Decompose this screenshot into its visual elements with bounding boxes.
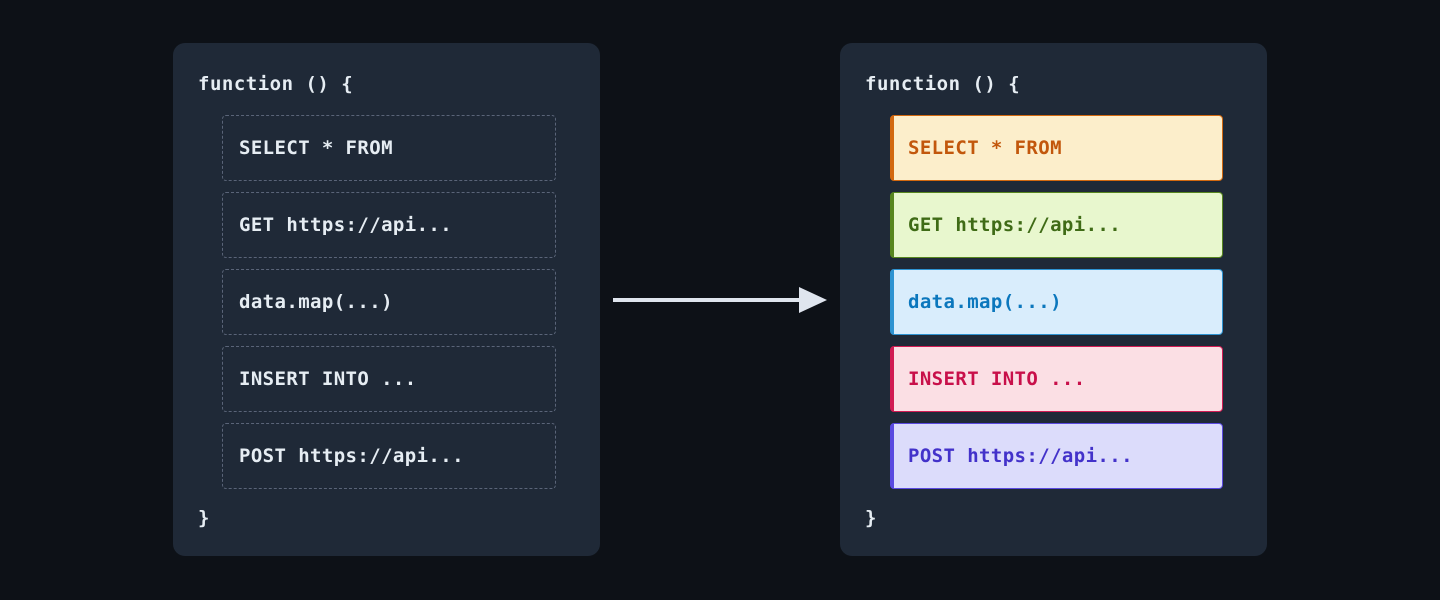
after-statement-row-sql-select[interactable]: SELECT * FROM [890, 115, 1223, 181]
after-code-panel: function () { SELECT * FROM GET https://… [840, 43, 1267, 556]
statement-text: GET https://api... [239, 214, 453, 236]
before-function-close: } [198, 507, 210, 529]
statement-text: INSERT INTO ... [908, 368, 1086, 390]
before-code-panel: function () { SELECT * FROM GET https://… [173, 43, 600, 556]
after-statement-row-js-map[interactable]: data.map(...) [890, 269, 1223, 335]
statement-text: SELECT * FROM [908, 137, 1062, 159]
statement-text: POST https://api... [239, 445, 464, 467]
before-statement-row[interactable]: data.map(...) [222, 269, 556, 335]
after-function-open: function () { [865, 73, 1021, 95]
statement-text: data.map(...) [908, 291, 1062, 313]
after-statement-row-http-get[interactable]: GET https://api... [890, 192, 1223, 258]
statement-text: data.map(...) [239, 291, 393, 313]
statement-text: GET https://api... [908, 214, 1122, 236]
after-statement-list: SELECT * FROM GET https://api... data.ma… [890, 115, 1223, 500]
after-function-close: } [865, 507, 877, 529]
before-statement-row[interactable]: POST https://api... [222, 423, 556, 489]
statement-text: SELECT * FROM [239, 137, 393, 159]
arrow-head [799, 287, 827, 313]
before-statement-row[interactable]: GET https://api... [222, 192, 556, 258]
before-statement-row[interactable]: INSERT INTO ... [222, 346, 556, 412]
after-statement-row-sql-insert[interactable]: INSERT INTO ... [890, 346, 1223, 412]
arrow-right-icon [613, 287, 827, 313]
statement-text: POST https://api... [908, 445, 1133, 467]
before-statement-list: SELECT * FROM GET https://api... data.ma… [222, 115, 556, 500]
statement-text: INSERT INTO ... [239, 368, 417, 390]
after-statement-row-http-post[interactable]: POST https://api... [890, 423, 1223, 489]
before-function-open: function () { [198, 73, 354, 95]
before-statement-row[interactable]: SELECT * FROM [222, 115, 556, 181]
